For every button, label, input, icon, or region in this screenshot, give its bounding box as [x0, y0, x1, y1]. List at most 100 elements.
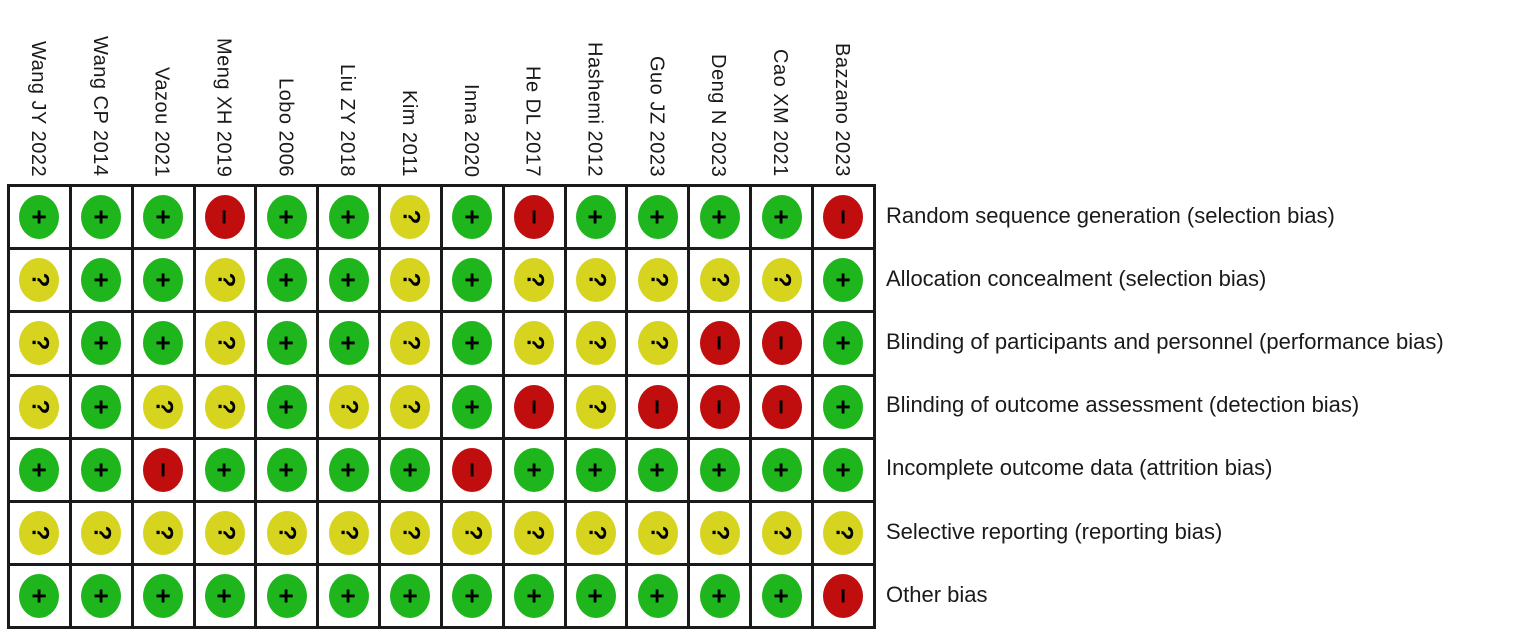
unclear-risk-icon: ? — [204, 384, 245, 429]
judgement-symbol: ? — [397, 525, 425, 541]
high-risk-icon: − — [143, 447, 184, 492]
judgement-cell: − — [192, 183, 258, 251]
judgement-symbol: + — [581, 462, 612, 478]
judgement-cell: + — [130, 183, 196, 251]
high-risk-icon: − — [452, 447, 493, 492]
judgement-symbol: + — [333, 209, 364, 225]
judgement-cell: + — [439, 310, 505, 377]
judgement-symbol: + — [828, 462, 859, 478]
judgement-cell: ? — [7, 247, 72, 314]
study-column: Vazou 2021 — [131, 0, 193, 184]
judgement-cell: + — [749, 183, 814, 251]
judgement-symbol: − — [704, 335, 735, 352]
judgement-symbol: − — [642, 399, 673, 415]
bias-domain-label: Selective reporting (reporting bias) — [886, 518, 1223, 544]
judgement-symbol: − — [519, 399, 550, 415]
judgement-symbol: + — [457, 399, 488, 415]
judgement-symbol: ? — [583, 272, 611, 288]
low-risk-icon: + — [204, 447, 245, 492]
low-risk-icon: + — [266, 384, 307, 429]
judgement-cell: − — [501, 373, 567, 440]
high-risk-icon: − — [761, 321, 802, 366]
judgement-symbol: + — [333, 335, 364, 352]
judgement-cell: + — [254, 436, 320, 503]
low-risk-icon: + — [637, 195, 678, 240]
study-label: Wang JY 2022 — [26, 40, 49, 177]
study-label: Meng XH 2019 — [212, 37, 235, 177]
bias-row: ?++?++?+???−−+ — [7, 310, 876, 377]
judgement-cell: ? — [810, 499, 876, 567]
judgement-cell: + — [192, 563, 258, 629]
unclear-risk-icon: ? — [143, 384, 184, 429]
low-risk-icon: + — [699, 574, 740, 619]
low-risk-icon: + — [823, 447, 864, 492]
study-column: Kim 2011 — [378, 0, 440, 184]
judgement-cell: + — [192, 436, 258, 503]
judgement-cell: ? — [625, 247, 691, 314]
judgement-symbol: + — [148, 209, 179, 225]
judgement-cell: − — [130, 436, 196, 503]
study-label: Wang CP 2014 — [88, 36, 111, 177]
low-risk-icon: + — [576, 195, 617, 240]
study-column: Cao XM 2021 — [749, 0, 811, 184]
unclear-risk-icon: ? — [576, 511, 617, 556]
judgement-symbol: + — [704, 209, 735, 225]
unclear-risk-icon: ? — [637, 511, 678, 556]
judgement-symbol: − — [148, 462, 179, 478]
judgement-symbol: + — [86, 209, 117, 225]
judgement-symbol: − — [704, 399, 735, 415]
judgement-cell: ? — [501, 247, 567, 314]
judgement-cell: + — [810, 373, 876, 440]
study-label: Hashemi 2012 — [583, 42, 606, 177]
judgement-cell: ? — [7, 373, 72, 440]
judgement-symbol: + — [457, 209, 488, 225]
study-column: He DL 2017 — [502, 0, 564, 184]
low-risk-icon: + — [390, 574, 431, 619]
judgement-cell: + — [810, 310, 876, 377]
study-label: Lobo 2006 — [274, 77, 297, 177]
low-risk-icon: + — [328, 574, 369, 619]
low-risk-icon: + — [19, 447, 60, 492]
judgement-cell: + — [316, 563, 382, 629]
study-label: Inna 2020 — [459, 83, 482, 177]
bias-row: ++−++++−++++++ — [7, 436, 876, 503]
unclear-risk-icon: ? — [514, 321, 555, 366]
judgement-cell: + — [254, 373, 320, 440]
judgement-cell: + — [316, 183, 382, 251]
judgement-symbol: + — [333, 272, 364, 288]
judgement-symbol: + — [395, 462, 426, 478]
judgement-cell: + — [439, 563, 505, 629]
judgement-symbol: + — [24, 462, 55, 478]
judgement-symbol: + — [148, 588, 179, 604]
judgement-symbol: ? — [26, 336, 54, 351]
unclear-risk-icon: ? — [699, 258, 740, 303]
unclear-risk-icon: ? — [390, 195, 431, 240]
judgement-symbol: ? — [644, 272, 672, 288]
judgement-cell: + — [68, 436, 134, 503]
study-label: He DL 2017 — [521, 66, 544, 177]
judgement-symbol: ? — [26, 525, 54, 541]
unclear-risk-icon: ? — [19, 258, 60, 303]
bias-row: +++++++++++++− — [7, 563, 876, 629]
judgement-symbol: − — [457, 462, 488, 478]
judgement-cell: ? — [254, 499, 320, 567]
judgement-cell: − — [501, 183, 567, 251]
judgement-symbol: + — [86, 335, 117, 352]
low-risk-icon: + — [143, 258, 184, 303]
high-risk-icon: − — [699, 384, 740, 429]
low-risk-icon: + — [576, 574, 617, 619]
high-risk-icon: − — [514, 195, 555, 240]
judgement-cell: + — [68, 183, 134, 251]
judgement-matrix-body: +++−++?+−++++−?++?++?+?????+?++?++?+???−… — [7, 183, 876, 629]
judgement-symbol: − — [766, 335, 797, 352]
unclear-risk-icon: ? — [81, 511, 122, 556]
judgement-symbol: + — [704, 588, 735, 604]
low-risk-icon: + — [204, 574, 245, 619]
judgement-cell: + — [501, 436, 567, 503]
low-risk-icon: + — [266, 258, 307, 303]
unclear-risk-icon: ? — [576, 258, 617, 303]
study-column: Bazzano 2023 — [811, 0, 873, 184]
low-risk-icon: + — [143, 574, 184, 619]
study-column: Wang JY 2022 — [7, 0, 69, 184]
